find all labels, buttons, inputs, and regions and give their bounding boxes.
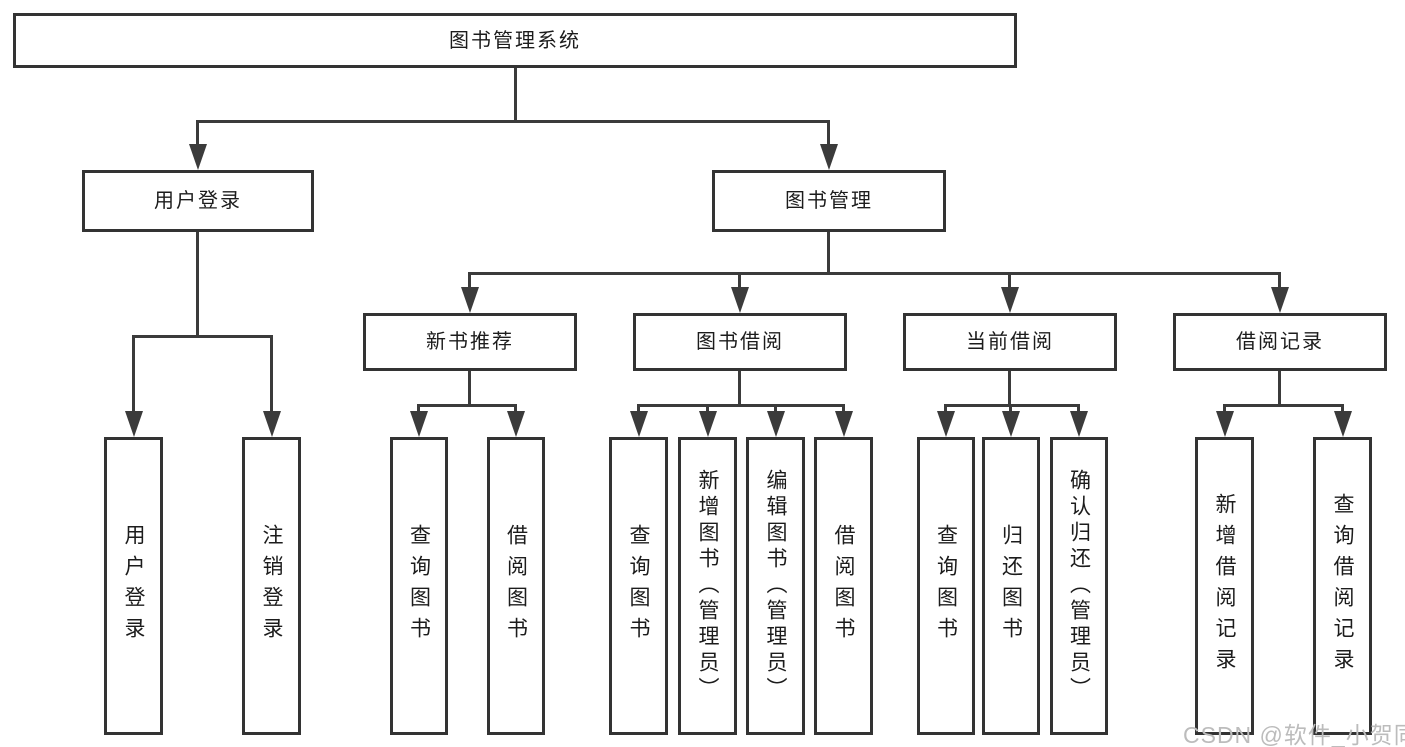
node-current-borrow: 当前借阅 <box>903 313 1117 371</box>
connector-line <box>1008 371 1011 407</box>
connector-line <box>1278 371 1281 407</box>
leaf-user-login: 用户登录 <box>104 437 163 735</box>
connector-line <box>1008 272 1011 292</box>
node-library-management-system: 图书管理系统 <box>13 13 1017 68</box>
arrow-down-icon <box>835 411 853 437</box>
leaf-logout-login: 注销登录 <box>242 437 301 735</box>
arrow-down-icon <box>731 287 749 313</box>
arrow-down-icon <box>1002 411 1020 437</box>
connector-line <box>944 404 1080 407</box>
arrow-down-icon <box>1070 411 1088 437</box>
connector-line <box>827 120 830 152</box>
arrow-down-icon <box>1334 411 1352 437</box>
arrow-down-icon <box>937 411 955 437</box>
connector-line <box>1223 404 1344 407</box>
connector-line <box>468 371 471 407</box>
arrow-down-icon <box>699 411 717 437</box>
connector-line <box>738 272 741 292</box>
connector-line <box>417 404 517 407</box>
arrow-down-icon <box>1271 287 1289 313</box>
leaf-confirm-return-admin: 确认归还（管理员） <box>1050 437 1108 735</box>
leaf-add-borrow-record: 新增借阅记录 <box>1195 437 1254 735</box>
arrow-down-icon <box>410 411 428 437</box>
arrow-down-icon <box>125 411 143 437</box>
leaf-query-books-recommend: 查询图书 <box>390 437 448 735</box>
connector-line <box>637 404 845 407</box>
connector-line <box>468 272 471 292</box>
connector-line <box>468 272 1281 275</box>
node-user-login: 用户登录 <box>82 170 314 232</box>
csdn-watermark: CSDN @软件_小贺同学 <box>1183 722 1405 747</box>
node-book-borrow: 图书借阅 <box>633 313 847 371</box>
arrow-down-icon <box>1001 287 1019 313</box>
leaf-borrow-books-borrow: 借阅图书 <box>814 437 873 735</box>
connector-line <box>270 335 273 417</box>
arrow-down-icon <box>263 411 281 437</box>
connector-line <box>196 232 199 338</box>
connector-line <box>827 232 830 275</box>
arrow-down-icon <box>1216 411 1234 437</box>
connector-line <box>738 371 741 407</box>
arrow-down-icon <box>767 411 785 437</box>
node-new-book-recommend: 新书推荐 <box>363 313 577 371</box>
leaf-query-books-current: 查询图书 <box>917 437 975 735</box>
arrow-down-icon <box>461 287 479 313</box>
leaf-add-book-admin: 新增图书（管理员） <box>678 437 737 735</box>
leaf-return-books: 归还图书 <box>982 437 1040 735</box>
arrow-down-icon <box>189 144 207 170</box>
leaf-borrow-books-recommend: 借阅图书 <box>487 437 545 735</box>
node-borrow-records: 借阅记录 <box>1173 313 1387 371</box>
connector-line <box>196 120 199 152</box>
arrow-down-icon <box>820 144 838 170</box>
connector-line <box>1278 272 1281 292</box>
leaf-query-borrow-record: 查询借阅记录 <box>1313 437 1372 735</box>
leaf-query-books-borrow: 查询图书 <box>609 437 668 735</box>
connector-line <box>132 335 135 417</box>
leaf-edit-book-admin: 编辑图书（管理员） <box>746 437 805 735</box>
node-book-management: 图书管理 <box>712 170 946 232</box>
connector-line <box>132 335 273 338</box>
arrow-down-icon <box>630 411 648 437</box>
connector-line <box>196 120 830 123</box>
connector-line <box>514 68 517 123</box>
arrow-down-icon <box>507 411 525 437</box>
